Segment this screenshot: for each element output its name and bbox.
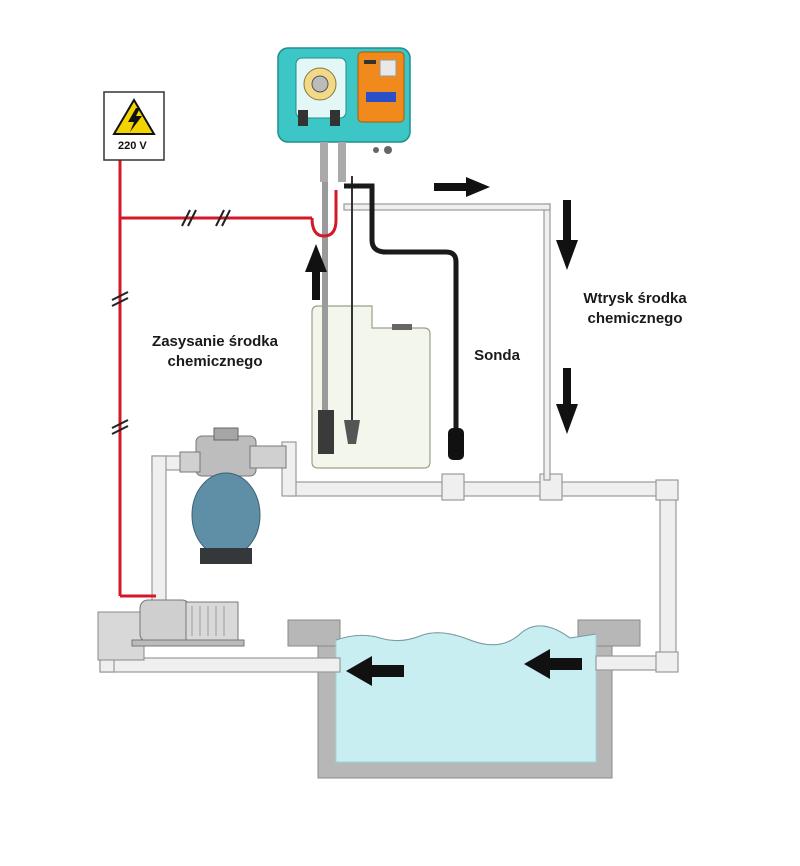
pool	[287, 619, 641, 779]
probe-label: Sonda	[474, 347, 520, 364]
arrow-icon-down-1	[556, 200, 578, 270]
power-cable	[118, 160, 338, 598]
injection-label-line1: Wtrysk środka	[583, 290, 687, 307]
suction-label-line1: Zasysanie środka	[152, 333, 278, 350]
probe-cable	[344, 183, 464, 460]
chemical-tank	[311, 176, 431, 469]
suction-label-line2: chemicznego	[167, 353, 263, 370]
dosing-pump-controller	[277, 47, 411, 182]
high-voltage-warning-icon	[103, 91, 165, 161]
arrow-icon-right-top	[434, 177, 490, 197]
injection-label: Wtrysk środka chemicznego	[560, 289, 710, 329]
injection-label-line2: chemicznego	[587, 310, 683, 327]
arrow-icon-up	[305, 244, 327, 300]
arrow-icon-left-2	[524, 649, 582, 679]
circulation-pump	[97, 599, 245, 661]
pool-water	[335, 625, 597, 763]
arrow-icon-down-2	[556, 368, 578, 434]
suction-label: Zasysanie środka chemicznego	[120, 332, 310, 372]
sand-filter	[179, 427, 287, 564]
arrow-icon-left-1	[346, 656, 404, 686]
cable-markers	[111, 209, 231, 435]
pipework	[99, 203, 679, 673]
flow-arrows	[305, 177, 582, 686]
voltage-label: 220 V	[118, 140, 147, 152]
